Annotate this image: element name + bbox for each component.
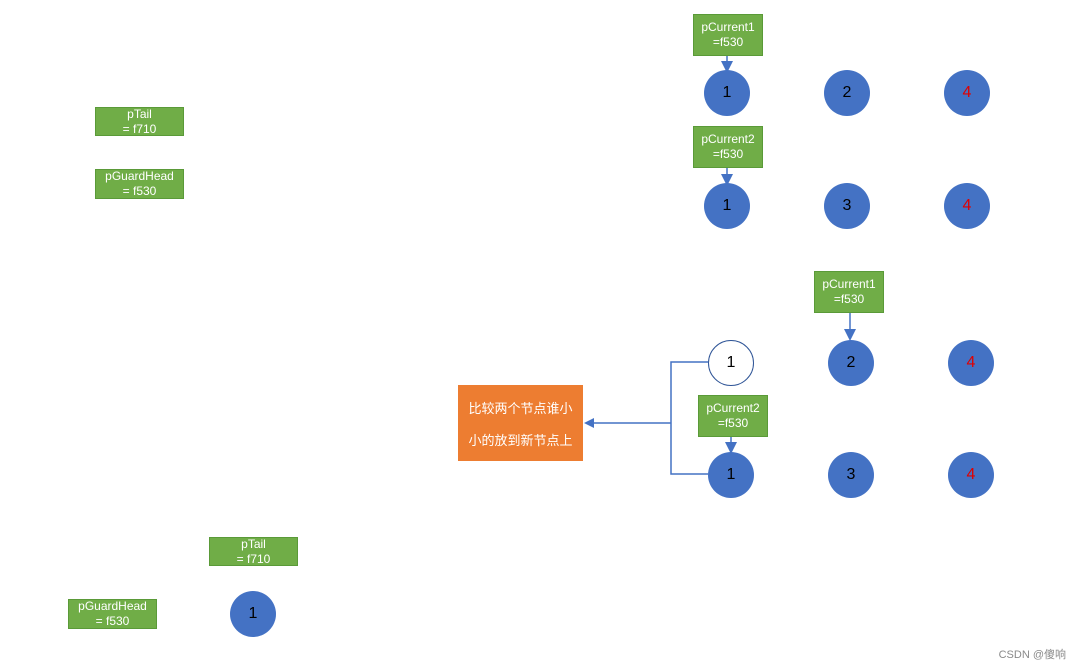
list1-mid-node-1: 1 [708, 340, 754, 386]
list2-node-2: 3 [824, 183, 870, 229]
list2-mid-node-1: 1 [708, 452, 754, 498]
watermark: CSDN @傻响 [998, 649, 1066, 661]
pcurrent2-mid-value: =f530 [717, 416, 749, 430]
list2-node-1: 1 [704, 183, 750, 229]
pcurrent1-box: pCurrent1 =f530 [693, 14, 763, 56]
ptail-name: pTail [127, 106, 152, 121]
ptail-value: = f710 [122, 121, 157, 136]
ptail-bottom-name: pTail [241, 536, 266, 551]
pcurrent2-name: pCurrent2 [701, 132, 755, 146]
bracket-connector [670, 361, 708, 475]
list1-node-3: 4 [944, 70, 990, 116]
ptail-box: pTail = f710 [95, 107, 184, 136]
list2-node-3: 4 [944, 183, 990, 229]
compare-line-1: 比较两个节点谁小 [468, 400, 573, 416]
list1-node-1: 1 [704, 70, 750, 116]
pguardhead-box: pGuardHead = f530 [95, 169, 184, 199]
pcurrent2-mid-box: pCurrent2 =f530 [698, 395, 768, 437]
pguardhead-bottom-name: pGuardHead [78, 599, 147, 613]
pcurrent2-value: =f530 [712, 147, 744, 161]
compare-nodes-box: 比较两个节点谁小 小的放到新节点上 [458, 385, 583, 461]
pguardhead-value: = f530 [122, 184, 157, 198]
pguardhead-bottom-value: = f530 [95, 614, 130, 628]
pcurrent1-mid-value: =f530 [833, 292, 865, 306]
pcurrent2-box: pCurrent2 =f530 [693, 126, 763, 168]
pcurrent1-name: pCurrent1 [701, 20, 755, 34]
compare-line-2: 小的放到新节点上 [468, 432, 573, 448]
pcurrent1-mid-box: pCurrent1 =f530 [814, 271, 884, 313]
pcurrent1-mid-name: pCurrent1 [822, 277, 876, 291]
ptail-bottom-box: pTail = f710 [209, 537, 298, 566]
list2-mid-node-3: 4 [948, 452, 994, 498]
pcurrent1-value: =f530 [712, 35, 744, 49]
new-list-node-1: 1 [230, 591, 276, 637]
pcurrent2-mid-name: pCurrent2 [706, 401, 760, 415]
pguardhead-name: pGuardHead [105, 169, 174, 183]
list1-mid-node-3: 4 [948, 340, 994, 386]
list1-mid-node-2: 2 [828, 340, 874, 386]
ptail-bottom-value: = f710 [236, 551, 271, 566]
pguardhead-bottom-box: pGuardHead = f530 [68, 599, 157, 629]
list1-node-2: 2 [824, 70, 870, 116]
list2-mid-node-2: 3 [828, 452, 874, 498]
